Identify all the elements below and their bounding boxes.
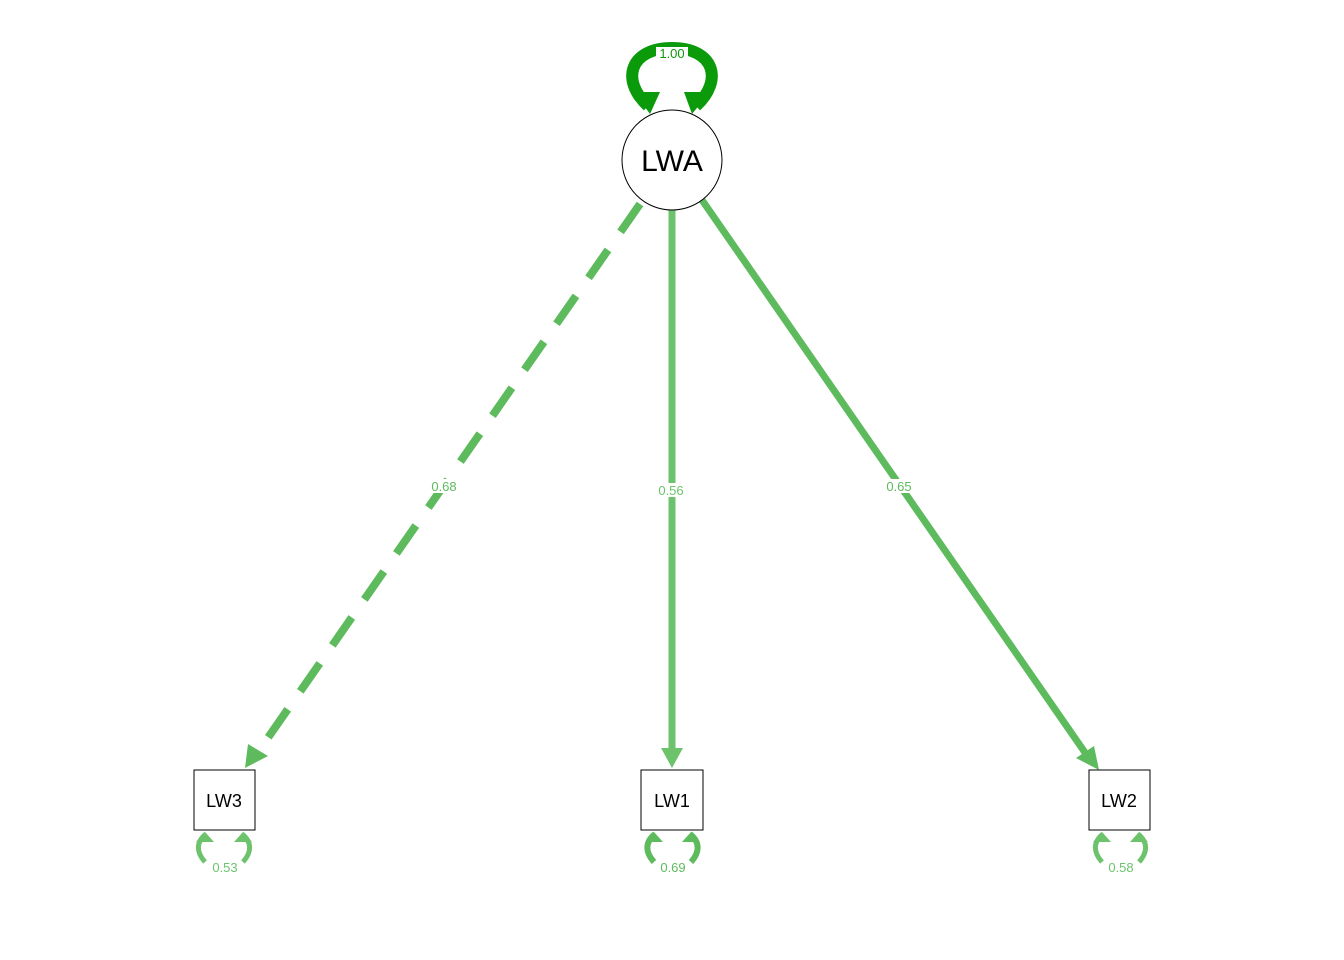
manifest-node-lw1[interactable]: LW1 xyxy=(640,769,704,831)
residual-loop-lw2: 0.58 xyxy=(1092,832,1149,875)
latent-node-lwa[interactable]: LWA xyxy=(621,109,723,211)
manifest-node-lw2[interactable]: LW2 xyxy=(1088,769,1151,831)
latent-variance-loop: 1.00 xyxy=(626,41,718,114)
edge-lwa-lw1-label: 0.56 xyxy=(658,483,683,498)
edge-lwa-lw2-arrowhead xyxy=(1076,746,1099,770)
manifest-node-lw3[interactable]: LW3 xyxy=(193,769,256,831)
residual-label-lw2: 0.58 xyxy=(1108,860,1133,875)
edge-lwa-lw3: 0.68 xyxy=(245,201,644,768)
residual-label-lw1: 0.69 xyxy=(660,860,685,875)
edge-lwa-lw3-label: 0.68 xyxy=(431,479,456,494)
residual-label-lw3: 0.53 xyxy=(212,860,237,875)
edge-lwa-lw2-label: 0.65 xyxy=(886,479,911,494)
edge-lwa-lw2: 0.65 xyxy=(699,198,1099,770)
residual-loop-lw1: 0.69 xyxy=(644,831,701,875)
edge-lwa-lw3-arrowhead xyxy=(245,744,268,768)
manifest-node-label: LW2 xyxy=(1101,791,1137,811)
edge-lwa-lw1: 0.56 xyxy=(655,210,687,768)
manifest-node-label: LW3 xyxy=(206,791,242,811)
latent-node-label: LWA xyxy=(641,145,703,178)
edge-lwa-lw1-arrowhead xyxy=(661,748,683,768)
latent-variance-label: 1.00 xyxy=(659,46,684,61)
residual-loop-lw3: 0.53 xyxy=(195,832,253,875)
manifest-node-label: LW1 xyxy=(654,791,690,811)
